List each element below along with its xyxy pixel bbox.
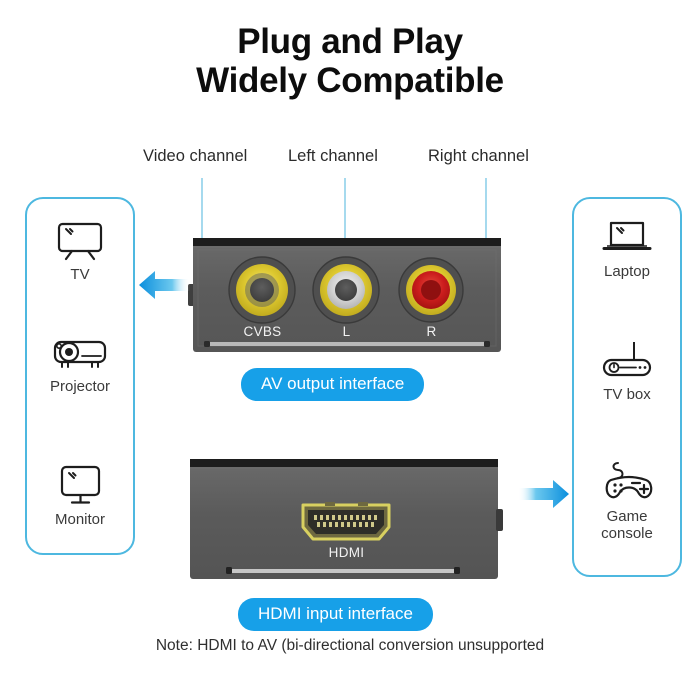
device-item-projector: Projector — [25, 330, 135, 396]
av-output-device: CVBS L R — [188, 236, 505, 354]
tv-icon — [25, 218, 135, 264]
tv-box-icon — [572, 338, 682, 384]
device-label-projector: Projector — [49, 378, 111, 395]
page-title: Plug and Play Widely Compatible — [0, 22, 700, 100]
title-line-2: Widely Compatible — [196, 61, 504, 101]
hdmi-device-graphic — [190, 459, 503, 579]
channel-label-video: Video channel — [143, 147, 248, 165]
device-label-game-console: Game console — [601, 508, 653, 542]
arrow-left — [138, 268, 190, 307]
device-label-laptop: Laptop — [604, 263, 650, 280]
laptop-icon — [572, 215, 682, 261]
port-caption-cvbs: CVBS — [243, 324, 282, 339]
hdmi-port — [301, 502, 391, 541]
port-caption-r: R — [426, 324, 437, 339]
av-device-graphic — [188, 238, 501, 352]
hdmi-input-badge: HDMI input interface — [238, 598, 433, 631]
port-caption-l: L — [342, 324, 351, 339]
hdmi-input-device: HDMI — [188, 457, 505, 581]
rca-jack-r — [398, 257, 464, 323]
channel-label-right: Right channel — [428, 147, 529, 165]
av-output-badge: AV output interface — [241, 368, 425, 401]
monitor-icon — [25, 463, 135, 509]
projector-icon — [25, 330, 135, 376]
device-item-monitor: Monitor — [25, 463, 135, 529]
rca-jack-l — [312, 256, 380, 324]
device-item-laptop: Laptop — [572, 215, 682, 281]
arrow-right — [518, 477, 570, 516]
device-item-tv: TV — [25, 218, 135, 284]
device-item-game-console: Game console — [572, 460, 682, 543]
note-text: Note: HDMI to AV (bi-directional convers… — [155, 637, 545, 654]
game-console-icon — [572, 460, 682, 506]
device-label-tv: TV — [70, 266, 90, 283]
title-line-1: Plug and Play — [237, 22, 463, 61]
device-label-tv-box: TV box — [603, 386, 651, 403]
source-devices-panel — [572, 197, 682, 577]
channel-label-left: Left channel — [288, 147, 378, 165]
device-label-monitor: Monitor — [54, 511, 106, 528]
device-item-tv-box: TV box — [572, 338, 682, 404]
rca-jack-cvbs — [228, 256, 296, 324]
port-caption-hdmi: HDMI — [328, 545, 365, 560]
